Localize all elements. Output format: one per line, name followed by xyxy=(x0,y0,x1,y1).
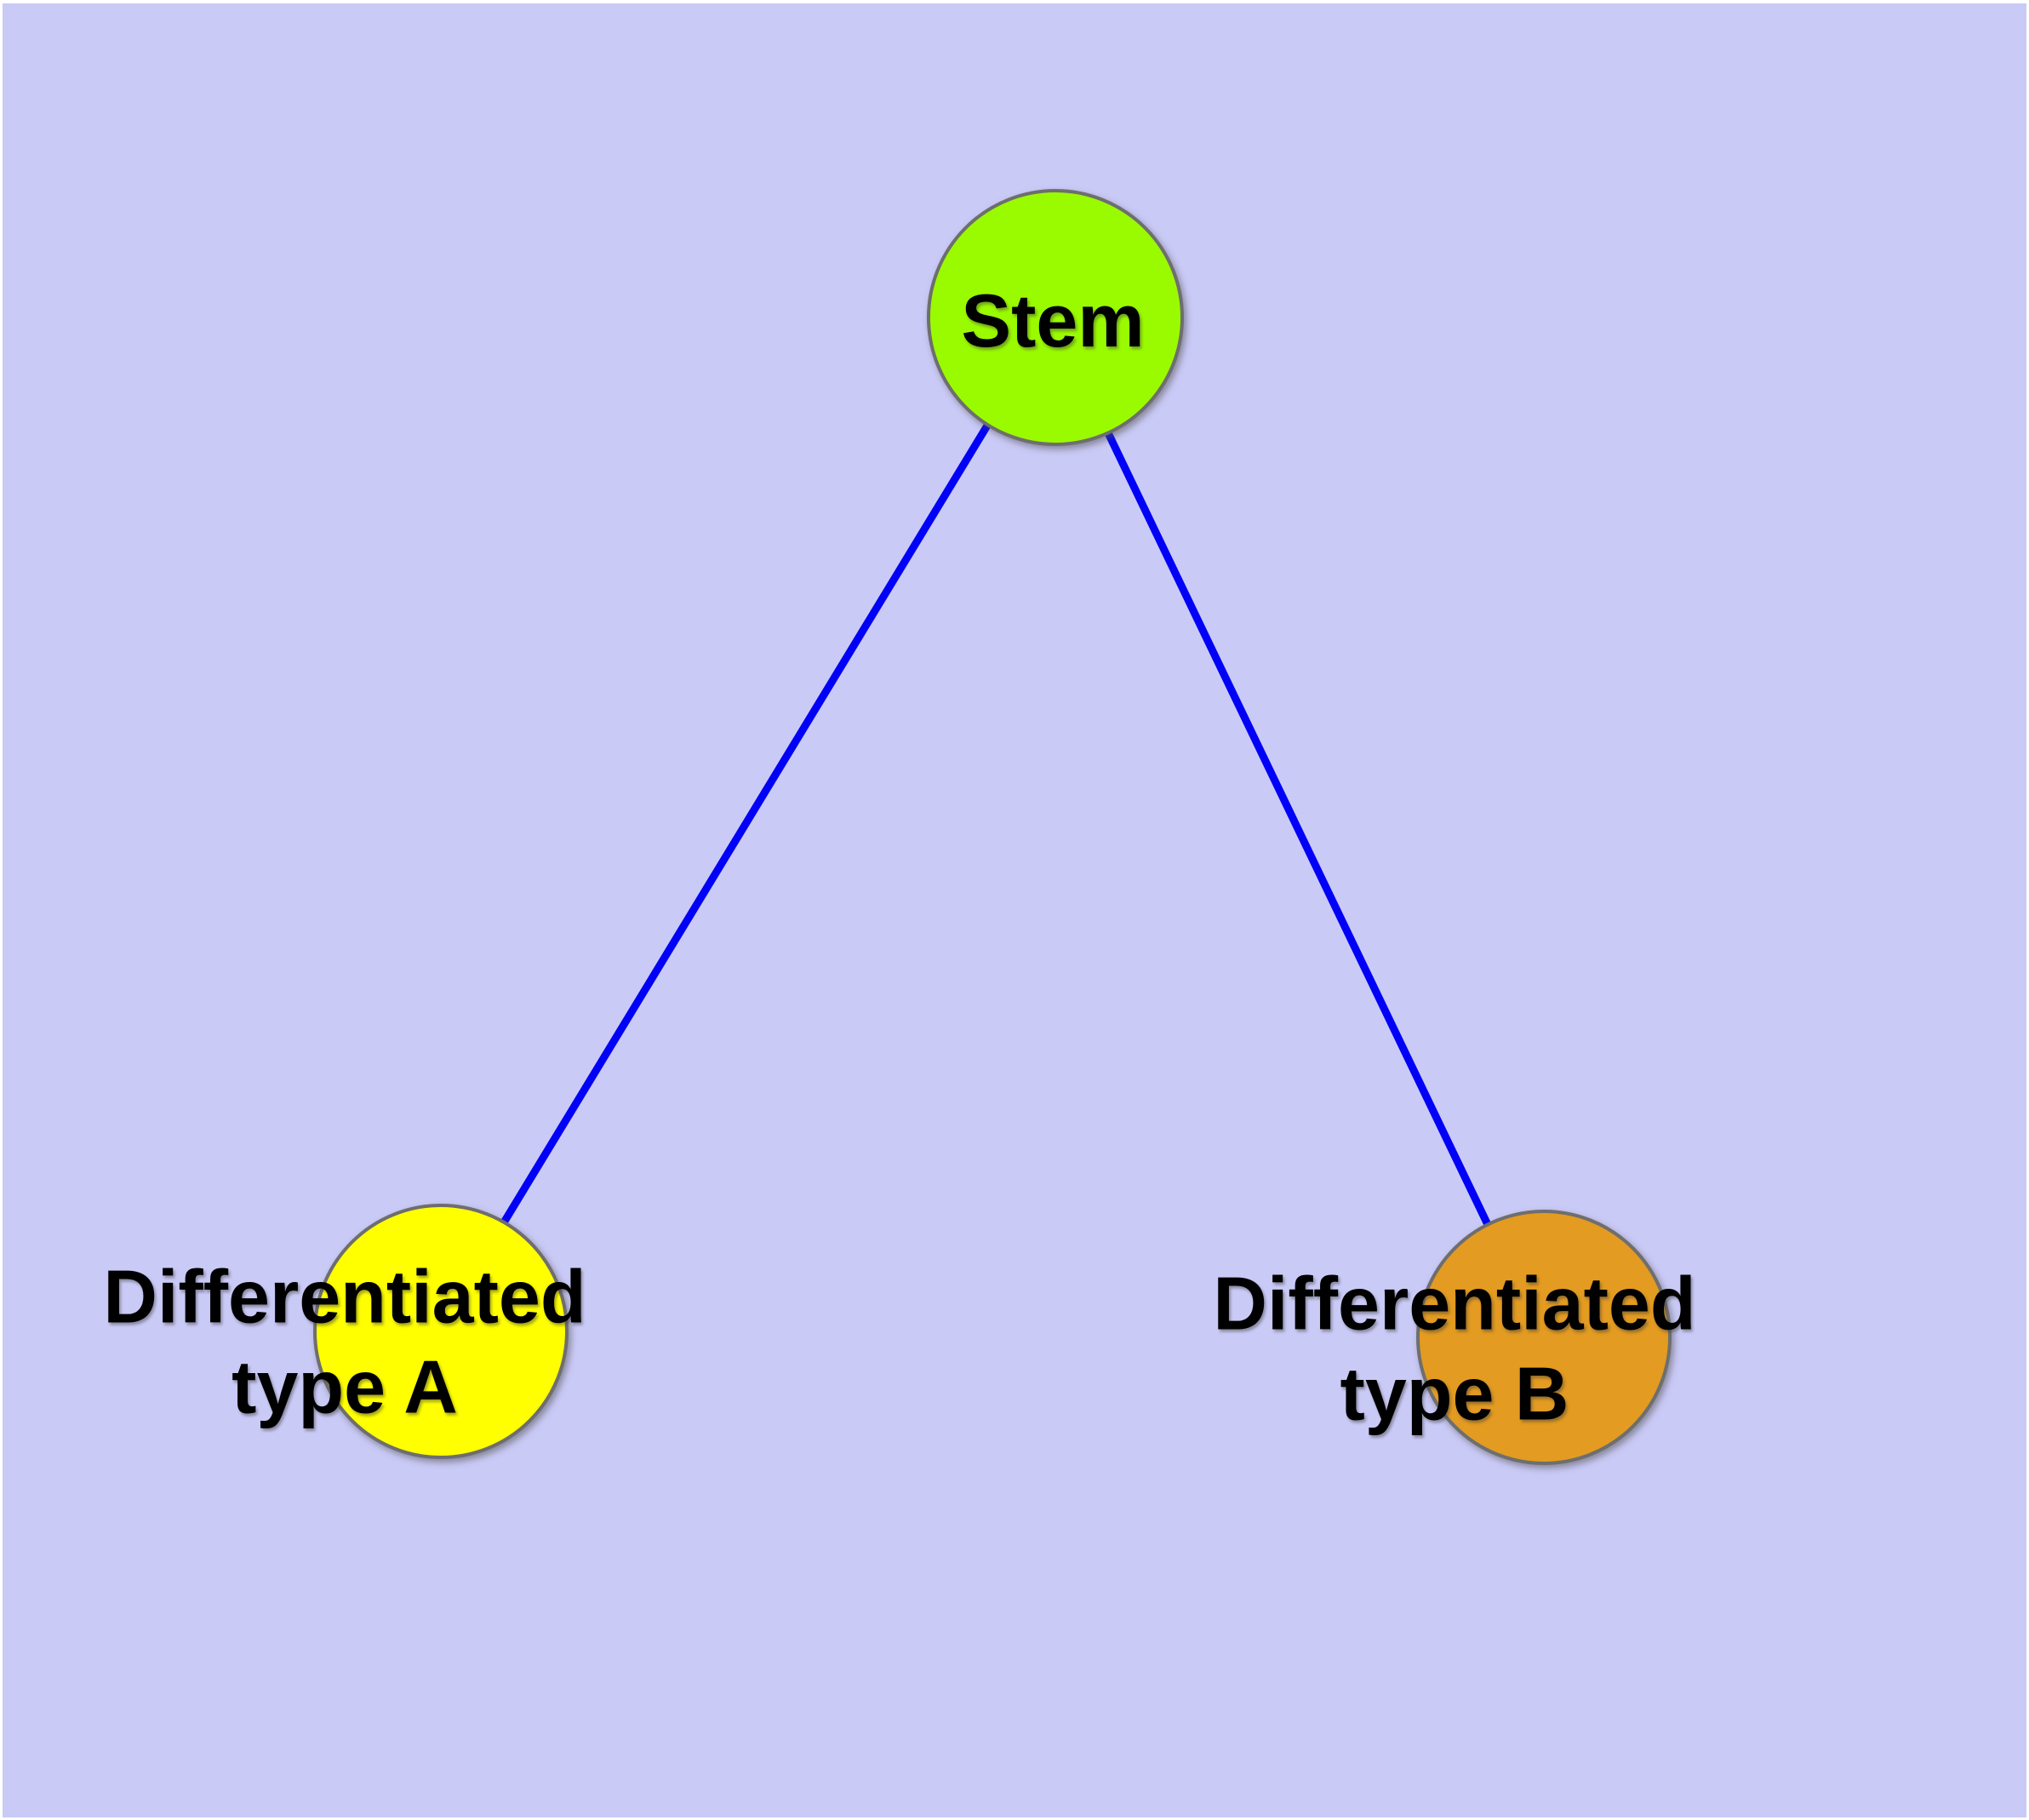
node-differentiated-type-b xyxy=(1416,1210,1672,1465)
node-type-a-label: Differentiated type A xyxy=(103,1251,586,1431)
node-type-b-label: Differentiated type B xyxy=(1213,1258,1695,1438)
edge-layer xyxy=(435,315,1546,1338)
node-type-a-label-line2: type A xyxy=(231,1344,458,1428)
node-type-b-label-line1: Differentiated xyxy=(1213,1261,1696,1346)
node-stem xyxy=(927,189,1184,446)
diagram-background: Stem Differentiated type A Differentiate… xyxy=(3,3,2026,1817)
node-type-a-label-line1: Differentiated xyxy=(103,1254,586,1339)
node-differentiated-type-a xyxy=(313,1204,569,1459)
node-type-b-label-line2: type B xyxy=(1340,1351,1569,1435)
edge-stem-to-type-a xyxy=(435,315,1056,1333)
edge-stem-to-type-b xyxy=(1049,316,1546,1338)
node-stem-label: Stem xyxy=(961,278,1145,363)
